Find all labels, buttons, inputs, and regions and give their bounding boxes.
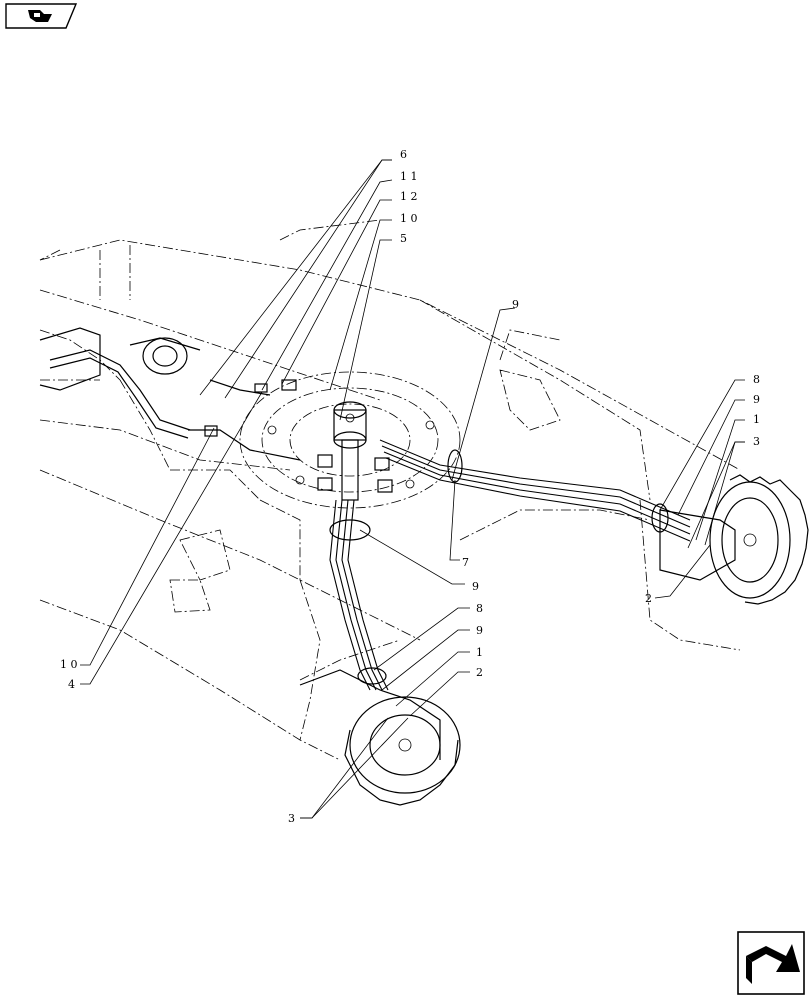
- callout-6: 6: [400, 148, 407, 161]
- hoses-right: [379, 439, 691, 542]
- turntable: [239, 371, 461, 509]
- callout-12: 1 2: [400, 190, 418, 203]
- callout-9-low: 9: [476, 624, 483, 637]
- lower-track-motor: [299, 669, 461, 806]
- rotary-joint: [317, 401, 393, 501]
- callout-1-right: 1: [753, 413, 760, 426]
- callout-10-top: 1 0: [400, 212, 418, 225]
- callout-10-left: 1 0: [60, 658, 78, 671]
- callout-3-bottom: 3: [288, 812, 295, 825]
- previous-page-arrow-icon: [28, 10, 52, 22]
- callout-8-right: 8: [753, 373, 760, 386]
- callout-4: 4: [68, 678, 75, 691]
- callout-2-low: 2: [476, 666, 483, 679]
- callout-3-right: 3: [753, 435, 760, 448]
- callout-2-right: 2: [645, 592, 652, 605]
- callout-11: 1 1: [400, 170, 418, 183]
- leader-lines: [80, 159, 745, 819]
- left-components: [39, 327, 301, 461]
- callout-8-low: 8: [476, 602, 483, 615]
- next-page-button[interactable]: [737, 931, 805, 995]
- callout-5: 5: [400, 232, 407, 245]
- hoses-down: [329, 499, 389, 691]
- right-track-motor: [659, 474, 809, 605]
- callout-1-low: 1: [476, 646, 483, 659]
- callout-9-top: 9: [512, 298, 519, 311]
- next-page-arrow-icon: [746, 944, 800, 984]
- callout-9-right: 9: [753, 393, 760, 406]
- callout-7: 7: [462, 556, 469, 569]
- callout-9-mid: 9: [472, 580, 479, 593]
- callouts: 6 1 1 1 2 1 0 5 9 8 9 1 3 2 7 9 8 9 1 2 …: [60, 148, 760, 825]
- prev-page-button[interactable]: [5, 3, 78, 29]
- chassis-frame: [39, 219, 741, 761]
